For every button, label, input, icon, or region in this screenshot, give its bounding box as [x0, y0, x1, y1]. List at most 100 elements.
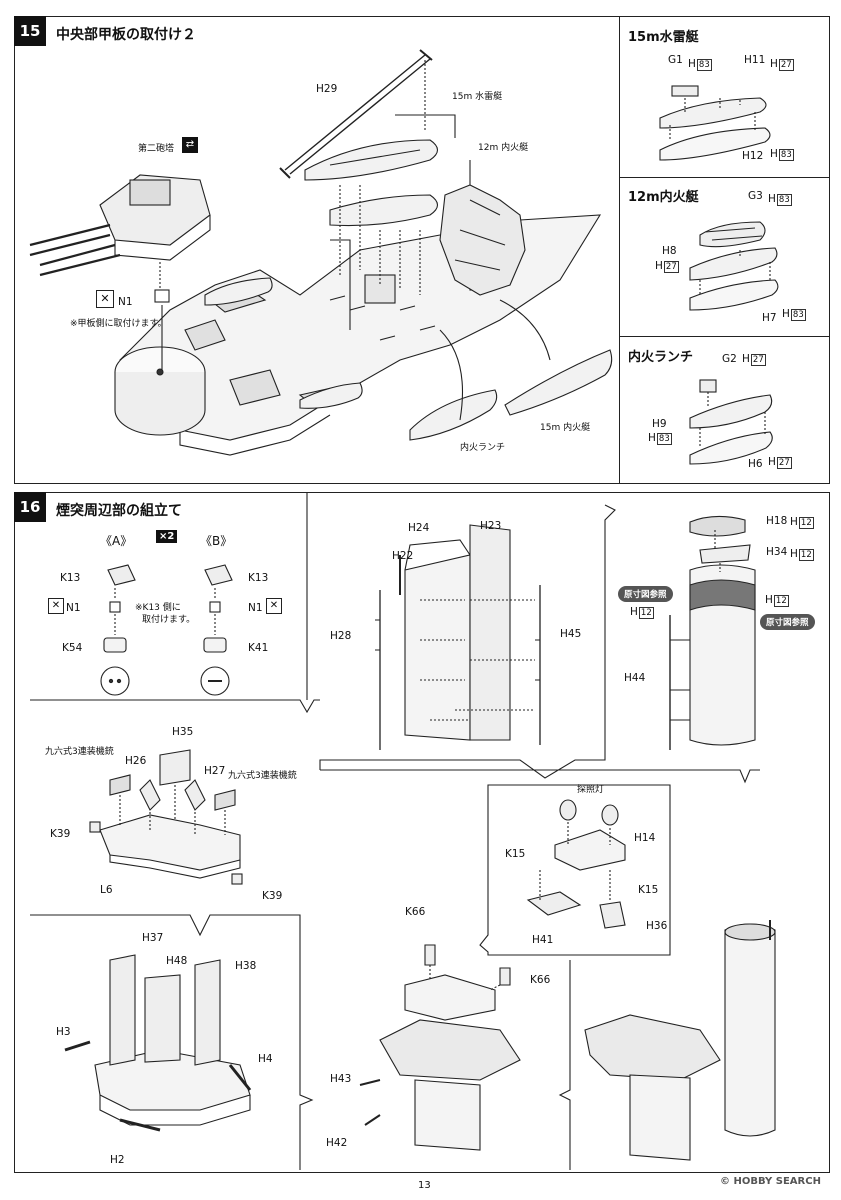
label-h48: H48 [166, 955, 188, 967]
label-b: 《B》 [200, 534, 233, 548]
label-k66-top: K66 [405, 906, 426, 918]
label-h29: H29 [316, 83, 338, 95]
label-h18: H18 [766, 515, 788, 527]
label-h7: H7 [762, 312, 777, 324]
label-k13-note2: 取付けます。 [142, 615, 196, 625]
label-l6: L6 [100, 884, 113, 896]
cement-icon-b: ✕ [266, 598, 282, 614]
boat-15m-torpedo [304, 139, 439, 181]
label-h37: H37 [142, 932, 164, 944]
label-k15-left: K15 [505, 848, 526, 860]
label-h9: H9 [652, 418, 667, 430]
times2-icon: ×2 [156, 530, 178, 543]
label-h27: H27 [204, 765, 226, 777]
rotate-icon: ⇄ [182, 137, 198, 153]
label-a: 《A》 [100, 534, 133, 548]
label-k15-right: K15 [638, 884, 659, 896]
label-h12: H12 [742, 150, 764, 162]
label-k13-a: K13 [60, 572, 81, 584]
step15-title: 中央部甲板の取付け２ [56, 27, 196, 43]
label-h44: H44 [624, 672, 646, 684]
funnel-assembled-part [724, 923, 776, 1137]
label-h4: H4 [258, 1053, 273, 1065]
callout-ref-2: 原寸図参照 [760, 614, 815, 630]
funnel-h44-part [689, 564, 756, 746]
label-turret2: 第二砲塔 [138, 144, 175, 154]
label-k13-note: ※K13 側に [135, 603, 181, 613]
label-h38: H38 [235, 960, 257, 972]
platform-l6-part [99, 814, 241, 871]
label-n1-a: N1 [66, 602, 81, 614]
label-h6: H6 [748, 458, 763, 470]
label-k39-left: K39 [50, 828, 71, 840]
funnel-h23-part [469, 524, 511, 741]
label-k13-b: K13 [248, 572, 269, 584]
label-launch: 内火ランチ [460, 443, 506, 453]
boat-launch [409, 389, 498, 441]
label-h2: H2 [110, 1154, 125, 1166]
callout-ref-1: 原寸図参照 [618, 586, 673, 602]
label-h42: H42 [326, 1137, 348, 1149]
label-cutter15: 15m 内火艇 [540, 423, 591, 433]
label-searchlight: 探照灯 [577, 785, 605, 795]
funnel-top-part [689, 515, 746, 537]
label-deck-note: ※甲板側に取付けます。 [70, 319, 167, 329]
label-h3: H3 [56, 1026, 71, 1038]
sub2-title: 12m内火艇 [628, 190, 699, 205]
label-h8: H8 [662, 245, 677, 257]
label-h11: H11 [744, 54, 766, 66]
cement-icon: ✕ [96, 290, 114, 308]
label-g1: G1 [668, 54, 683, 66]
label-h14: H14 [634, 832, 656, 844]
bridge-tower-part [439, 184, 526, 296]
sub3-title: 内火ランチ [628, 350, 694, 365]
label-h22: H22 [392, 550, 414, 562]
label-h45: H45 [560, 628, 582, 640]
label-k66-right: K66 [530, 974, 551, 986]
boat-15m-cutter [504, 349, 613, 416]
label-k39-right: K39 [262, 890, 283, 902]
label-k41: K41 [248, 642, 269, 654]
boat-12m-cutter [329, 194, 439, 227]
watermark: © HOBBY SEARCH [720, 1176, 821, 1187]
label-h26: H26 [125, 755, 147, 767]
step16-number: 16 [14, 492, 46, 522]
label-cutter12: 12m 内火艇 [478, 143, 529, 153]
label-k54: K54 [62, 642, 83, 654]
label-n1: N1 [118, 296, 133, 308]
label-h24: H24 [408, 522, 430, 534]
label-boat15: 15m 水雷艇 [452, 92, 503, 102]
label-g3: G3 [748, 190, 763, 202]
label-h36: H36 [646, 920, 668, 932]
step15-sub3-frame [619, 336, 830, 484]
step16-frame [14, 492, 830, 1173]
funnel-lower-part [404, 554, 471, 741]
label-n1-b: N1 [248, 602, 263, 614]
label-h28: H28 [330, 630, 352, 642]
label-h43: H43 [330, 1073, 352, 1085]
step16-title: 煙突周辺部の組立て [56, 503, 182, 519]
label-mg-left: 九六式3連装機銃 [45, 747, 114, 757]
boom-h29-part [284, 54, 431, 175]
label-mg-right: 九六式3連装機銃 [228, 771, 297, 781]
label-g2: G2 [722, 353, 737, 365]
step15-number: 15 [14, 16, 46, 46]
label-h23: H23 [480, 520, 502, 532]
cement-icon-a: ✕ [48, 598, 64, 614]
sub1-title: 15m水雷艇 [628, 30, 699, 45]
label-h34: H34 [766, 546, 788, 558]
